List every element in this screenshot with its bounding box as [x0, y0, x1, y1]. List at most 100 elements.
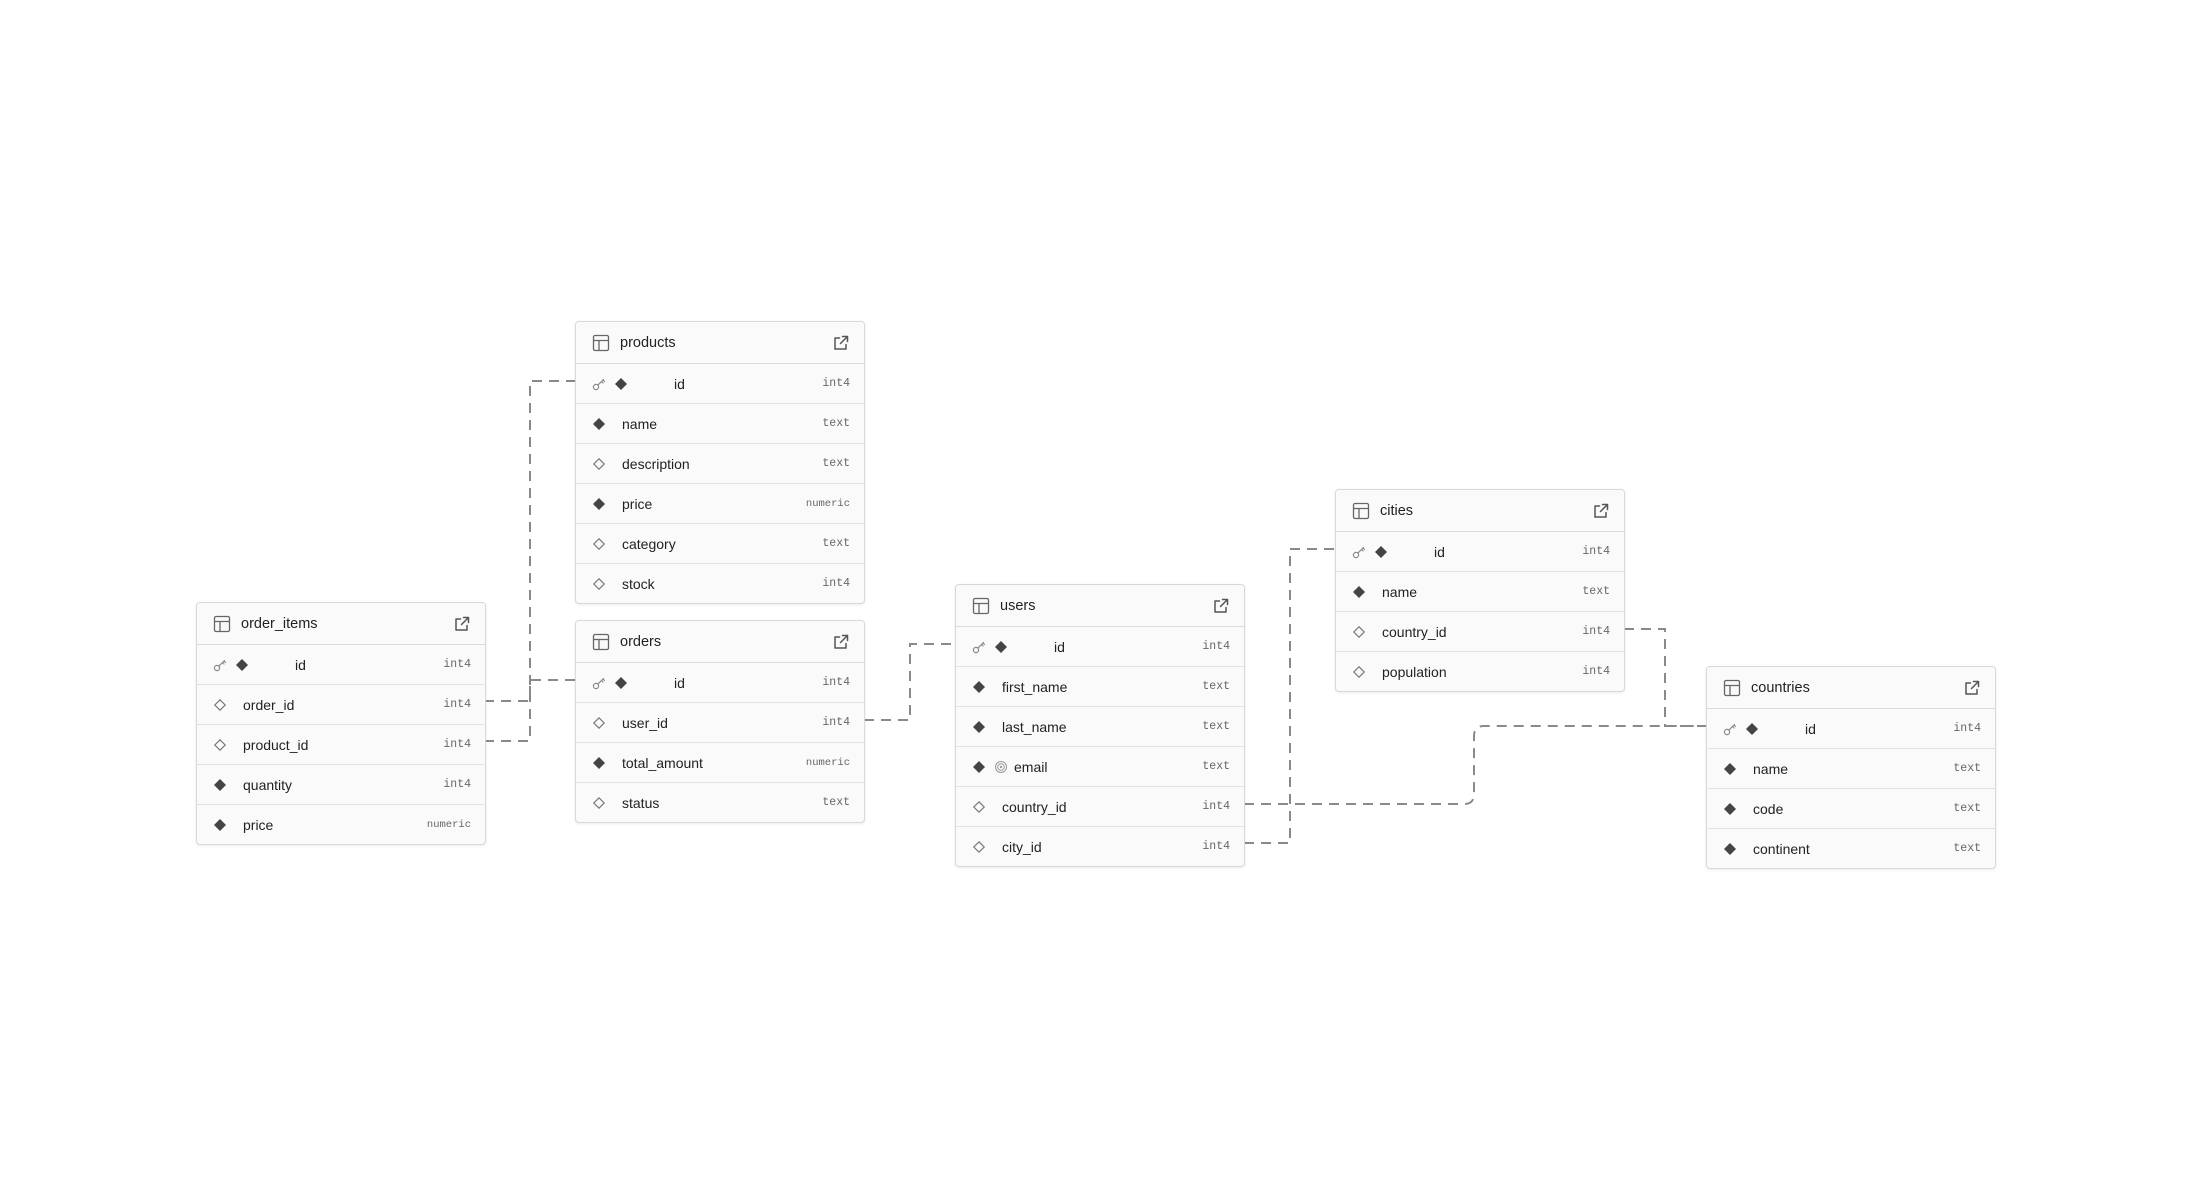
not-null-diamond-icon: [592, 756, 606, 770]
table-name: countries: [1751, 679, 1810, 696]
column-type: text: [1202, 680, 1230, 693]
column-type: int4: [822, 577, 850, 590]
column-type: int4: [1582, 625, 1610, 638]
edge-users-city-to-cities: [1244, 548, 1335, 844]
column-type: int4: [1202, 640, 1230, 653]
column-type: text: [1202, 760, 1230, 773]
column-row[interactable]: id int4: [1336, 532, 1624, 572]
column-type: int4: [1582, 545, 1610, 558]
column-type: text: [822, 537, 850, 550]
column-name: product_id: [243, 736, 309, 753]
column-name: user_id: [622, 714, 668, 731]
nullable-diamond-icon: [592, 716, 606, 730]
nullable-diamond-icon: [213, 698, 227, 712]
table-icon: [592, 633, 610, 651]
table-header[interactable]: countries: [1707, 667, 1995, 709]
column-row[interactable]: product_id int4: [197, 725, 485, 765]
column-type: int4: [1202, 840, 1230, 853]
open-external-icon[interactable]: [832, 633, 850, 651]
open-external-icon[interactable]: [1212, 597, 1230, 615]
edge-order-items-order-to-orders: [484, 679, 575, 702]
column-name: category: [622, 535, 676, 552]
column-row[interactable]: category text: [576, 524, 864, 564]
column-name: id: [1434, 543, 1445, 560]
not-null-diamond-icon: [972, 680, 986, 694]
column-type: int4: [443, 738, 471, 751]
not-null-diamond-icon: [592, 417, 606, 431]
table-header[interactable]: cities: [1336, 490, 1624, 532]
not-null-diamond-icon: [1723, 842, 1737, 856]
column-row[interactable]: description text: [576, 444, 864, 484]
open-external-icon[interactable]: [1963, 679, 1981, 697]
column-name: status: [622, 794, 660, 811]
column-name: description: [622, 455, 690, 472]
column-name: continent: [1753, 840, 1810, 857]
open-external-icon[interactable]: [832, 334, 850, 352]
table-icon: [213, 615, 231, 633]
column-type: text: [1953, 842, 1981, 855]
column-row[interactable]: country_id int4: [1336, 612, 1624, 652]
open-external-icon[interactable]: [1592, 502, 1610, 520]
table-header[interactable]: orders: [576, 621, 864, 663]
table-name: cities: [1380, 502, 1414, 519]
table-header[interactable]: order_items: [197, 603, 485, 645]
column-name: price: [243, 816, 274, 833]
column-row[interactable]: city_id int4: [956, 827, 1244, 866]
column-name: id: [1805, 720, 1816, 737]
column-row[interactable]: status text: [576, 783, 864, 822]
not-null-diamond-icon: [1723, 762, 1737, 776]
column-name: total_amount: [622, 754, 703, 771]
column-type: int4: [822, 716, 850, 729]
column-type: int4: [443, 698, 471, 711]
column-type: int4: [822, 377, 850, 390]
not-null-diamond-icon: [994, 640, 1008, 654]
primary-key-icon: [592, 377, 606, 391]
column-name: id: [674, 674, 685, 691]
nullable-diamond-icon: [592, 577, 606, 591]
column-type: text: [822, 796, 850, 809]
column-name: id: [674, 375, 685, 392]
nullable-diamond-icon: [1352, 625, 1366, 639]
column-type: text: [822, 457, 850, 470]
column-name: country_id: [1382, 623, 1447, 640]
column-row[interactable]: continent text: [1707, 829, 1995, 868]
open-external-icon[interactable]: [453, 615, 471, 633]
column-row[interactable]: id int4: [576, 364, 864, 404]
table-header[interactable]: products: [576, 322, 864, 364]
not-null-diamond-icon: [213, 778, 227, 792]
table-icon: [1723, 679, 1741, 697]
column-row[interactable]: user_id int4: [576, 703, 864, 743]
column-type: int4: [1582, 665, 1610, 678]
primary-key-icon: [1723, 722, 1737, 736]
column-name: city_id: [1002, 838, 1042, 855]
table-header[interactable]: users: [956, 585, 1244, 627]
not-null-diamond-icon: [1745, 722, 1759, 736]
table-icon: [972, 597, 990, 615]
not-null-diamond-icon: [235, 658, 249, 672]
